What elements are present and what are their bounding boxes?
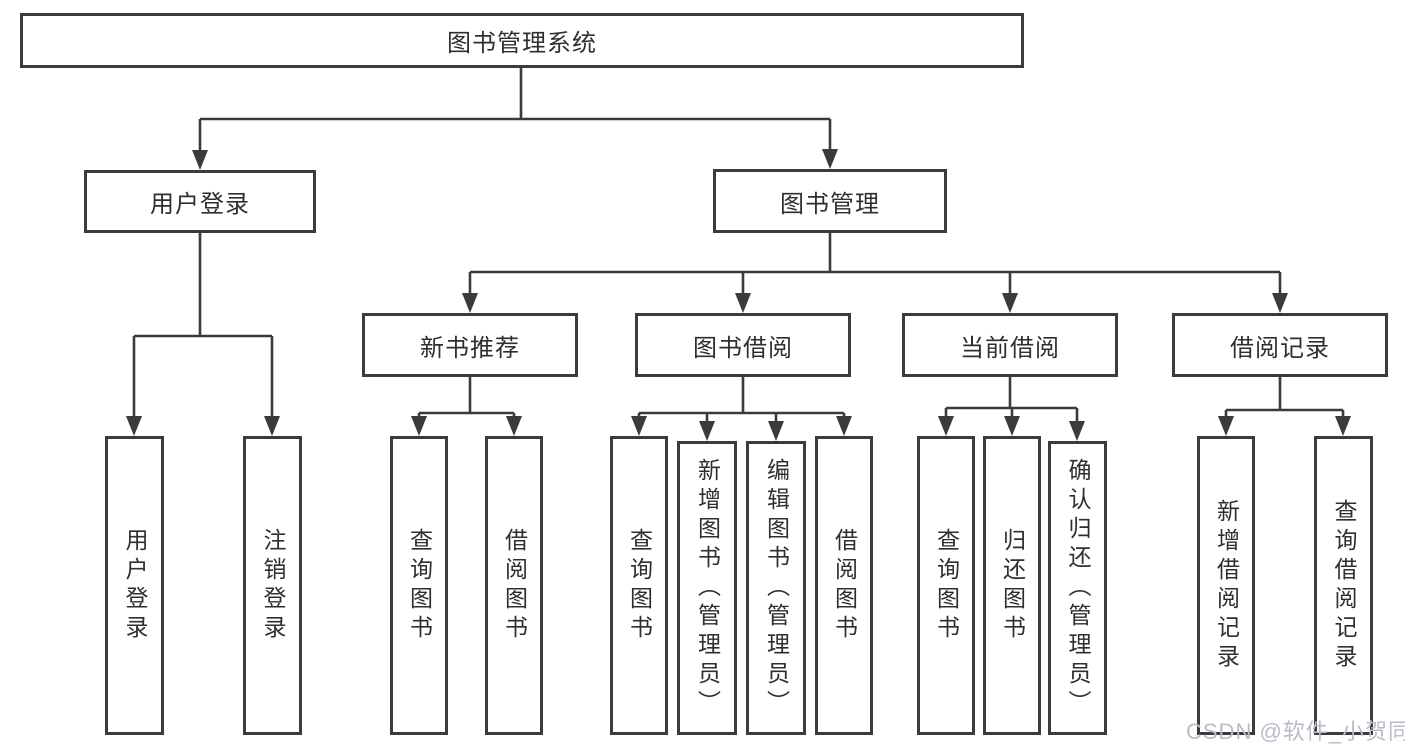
arrow-down-icon — [192, 150, 208, 170]
leaf-logout: 注销登录 — [243, 436, 302, 735]
arrow-down-icon — [264, 416, 280, 436]
leaf-newbooks-borrow: 借阅图书 — [485, 436, 543, 735]
leaf-current-return: 归还图书 — [983, 436, 1041, 735]
node-root-label: 图书管理系统 — [447, 30, 597, 57]
leaf-current-query-label: 查询图书 — [933, 527, 960, 644]
leaf-current-return-label: 归还图书 — [999, 527, 1026, 644]
arrow-down-icon — [1004, 416, 1020, 436]
leaf-records-query-label: 查询借阅记录 — [1331, 498, 1357, 673]
leaf-current-query: 查询图书 — [917, 436, 975, 735]
node-current-borrowing: 当前借阅 — [902, 313, 1118, 377]
arrow-down-icon — [631, 416, 647, 436]
arrow-down-icon — [462, 293, 478, 313]
arrow-down-icon — [735, 293, 751, 313]
leaf-newbooks-borrow-label: 借阅图书 — [501, 527, 528, 644]
leaf-current-confirm-admin-label: 确认归还（管理员） — [1065, 457, 1091, 719]
leaf-records-query: 查询借阅记录 — [1314, 436, 1373, 735]
node-book-management-label: 图书管理 — [780, 190, 880, 218]
leaf-newbooks-query: 查询图书 — [390, 436, 448, 735]
arrow-down-icon — [938, 416, 954, 436]
arrow-down-icon — [822, 149, 838, 169]
node-borrowing-records-label: 借阅记录 — [1230, 334, 1330, 362]
leaf-borrowing-query: 查询图书 — [610, 436, 668, 735]
node-borrowing-records: 借阅记录 — [1172, 313, 1388, 377]
arrow-down-icon — [1218, 416, 1234, 436]
arrow-down-icon — [126, 416, 142, 436]
leaf-records-add-label: 新增借阅记录 — [1213, 498, 1240, 673]
leaf-logout-label: 注销登录 — [260, 527, 286, 644]
node-new-book-recommend-label: 新书推荐 — [420, 334, 520, 362]
arrow-down-icon — [1272, 293, 1288, 313]
leaf-borrowing-query-label: 查询图书 — [626, 527, 653, 644]
leaf-borrowing-edit-admin: 编辑图书（管理员） — [746, 441, 806, 735]
arrow-down-icon — [1069, 421, 1085, 441]
arrow-down-icon — [836, 416, 852, 436]
arrow-down-icon — [1335, 416, 1351, 436]
node-root: 图书管理系统 — [20, 13, 1024, 68]
arrow-down-icon — [411, 416, 427, 436]
watermark: CSDN @软件_小贺同学 — [1186, 719, 1405, 744]
node-user-login-label: 用户登录 — [150, 191, 250, 218]
arrow-down-icon — [506, 416, 522, 436]
arrow-down-icon — [768, 421, 784, 441]
node-current-borrowing-label: 当前借阅 — [960, 334, 1060, 362]
node-user-login: 用户登录 — [84, 170, 316, 233]
leaf-borrowing-borrow-label: 借阅图书 — [831, 527, 858, 644]
node-book-borrowing: 图书借阅 — [635, 313, 851, 377]
leaf-borrowing-add-admin: 新增图书（管理员） — [677, 441, 737, 735]
node-book-borrowing-label: 图书借阅 — [693, 334, 793, 362]
leaf-newbooks-query-label: 查询图书 — [406, 527, 433, 644]
leaf-current-confirm-admin: 确认归还（管理员） — [1048, 441, 1107, 735]
node-book-management: 图书管理 — [713, 169, 947, 233]
arrow-down-icon — [1002, 293, 1018, 313]
leaf-records-add: 新增借阅记录 — [1197, 436, 1255, 735]
node-new-book-recommend: 新书推荐 — [362, 313, 578, 377]
leaf-user-login: 用户登录 — [105, 436, 164, 735]
leaf-borrowing-add-admin-label: 新增图书（管理员） — [694, 457, 721, 719]
arrow-down-icon — [699, 421, 715, 441]
leaf-borrowing-borrow: 借阅图书 — [815, 436, 873, 735]
leaf-user-login-label: 用户登录 — [122, 527, 148, 644]
leaf-borrowing-edit-admin-label: 编辑图书（管理员） — [763, 457, 790, 719]
